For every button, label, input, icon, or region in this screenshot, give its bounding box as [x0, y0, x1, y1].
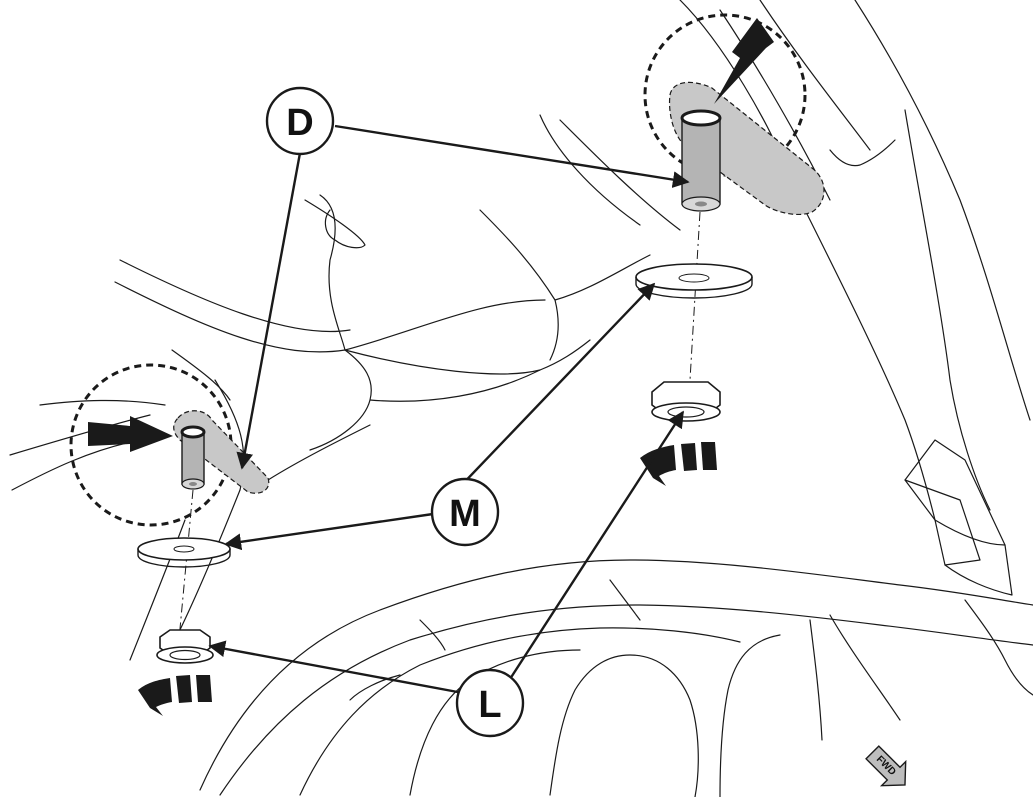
- leader-l-to-left-nut: [208, 640, 464, 695]
- callout-l-label: L: [478, 684, 501, 726]
- leader-lines: [208, 124, 690, 695]
- callout-m: M: [430, 477, 500, 547]
- left-mount-assembly: [69, 363, 270, 716]
- forward-direction-indicator: FWD: [865, 745, 907, 787]
- forward-arrow-icon: [865, 745, 907, 787]
- left-location-arrow-icon: [88, 416, 173, 452]
- right-tighten-arrow-icon: [640, 442, 717, 486]
- leader-d-to-left-bracket: [236, 152, 302, 470]
- left-tighten-arrow-icon: [138, 675, 212, 716]
- leader-m-to-right-washer: [454, 282, 656, 493]
- left-washer: [137, 537, 231, 568]
- callout-d: D: [265, 86, 335, 156]
- right-stud-bolt: [680, 109, 722, 212]
- right-location-arrow-icon: [714, 18, 774, 104]
- leader-m-to-left-washer: [224, 512, 434, 551]
- body-panel-outlines: [9, 0, 1033, 797]
- right-mount-assembly: [635, 13, 825, 486]
- left-flange-nut: [156, 629, 214, 664]
- leader-l-to-right-nut: [508, 410, 685, 680]
- callout-l: L: [455, 668, 525, 738]
- left-stud-bolt: [180, 425, 206, 490]
- right-flange-nut: [651, 381, 721, 422]
- callout-m-label: M: [449, 493, 481, 535]
- right-washer: [635, 263, 753, 299]
- leader-d-to-right-bolt: [334, 124, 690, 188]
- callout-d-label: D: [286, 102, 313, 144]
